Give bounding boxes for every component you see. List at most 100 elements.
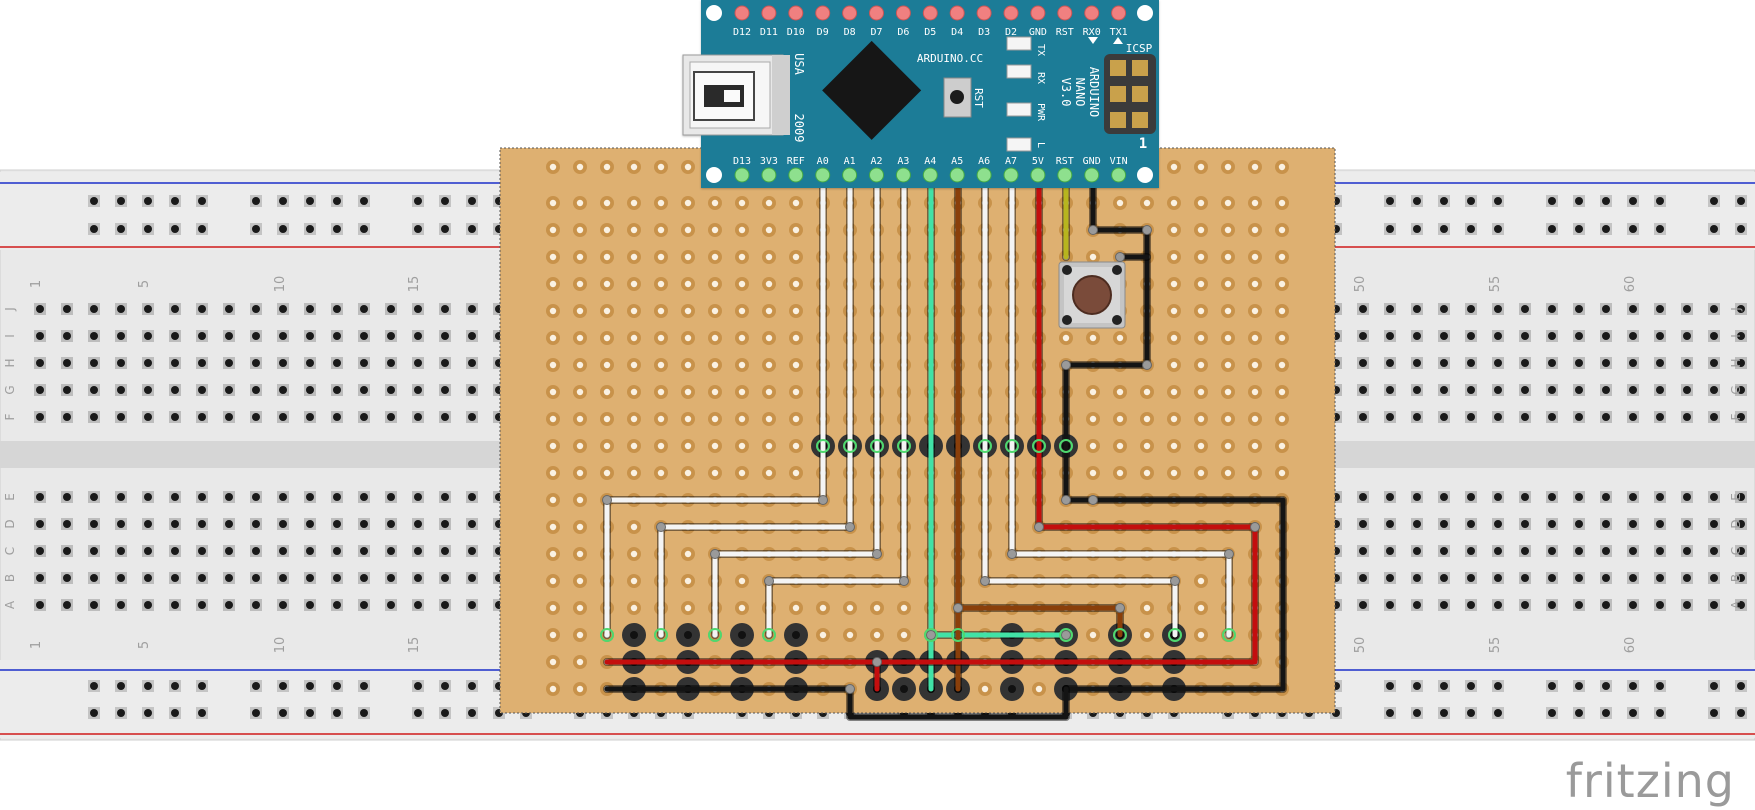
row-letter-right: H <box>1729 358 1743 367</box>
rail-hole-center <box>252 682 260 690</box>
row-letter-left: I <box>3 334 17 338</box>
breadboard-hole-center <box>333 332 341 340</box>
row-letter-left: C <box>3 547 17 555</box>
perfboard-pad-hole <box>1278 442 1286 450</box>
perfboard-pad-hole <box>1224 415 1232 423</box>
breadboard-hole-center <box>1521 547 1529 555</box>
rail-hole-center <box>144 197 152 205</box>
breadboard-hole-center <box>1467 359 1475 367</box>
breadboard-hole-center <box>306 386 314 394</box>
breadboard-hole-center <box>198 493 206 501</box>
breadboard-hole-center <box>225 574 233 582</box>
connected-pin-ring <box>978 439 992 453</box>
rail-hole-center <box>198 225 206 233</box>
breadboard-hole-center <box>198 386 206 394</box>
breadboard-hole-center <box>1656 493 1664 501</box>
perfboard-pad-hole <box>738 442 746 450</box>
breadboard-hole-center <box>225 413 233 421</box>
breadboard-hole-center <box>279 305 287 313</box>
wire-a2 <box>712 172 880 638</box>
breadboard-hole-center <box>171 493 179 501</box>
row-letter-right: D <box>1729 519 1743 528</box>
breadboard-hole-center <box>1656 413 1664 421</box>
top-pin-label: D12 <box>733 27 751 38</box>
wire-endpoint <box>818 495 828 505</box>
pushbutton[interactable] <box>1058 261 1126 329</box>
bottom-pin <box>922 167 938 183</box>
perfboard-pad-hole <box>1251 361 1259 369</box>
breadboard-hole-center <box>414 520 422 528</box>
perfboard-pad-hole <box>1197 334 1205 342</box>
led-label-rx: RX <box>1035 72 1046 84</box>
perfboard-pad-hole <box>657 361 665 369</box>
perfboard-pad-hole <box>1143 469 1151 477</box>
breadboard-hole-center <box>1494 574 1502 582</box>
perfboard-pad-hole <box>657 415 665 423</box>
breadboard-hole-center <box>414 359 422 367</box>
connected-pin-ring <box>1168 628 1182 642</box>
wire-endpoint <box>1142 360 1152 370</box>
breadboard-hole-center <box>1629 601 1637 609</box>
row-letter-right: G <box>1729 385 1743 394</box>
perfboard-pad-hole <box>684 226 692 234</box>
breadboard-hole-center <box>225 547 233 555</box>
breadboard-hole-center <box>1413 601 1421 609</box>
rail-hole-center <box>1629 197 1637 205</box>
rail-hole-center <box>90 197 98 205</box>
rail-hole-center <box>468 709 476 717</box>
perfboard-pad-hole <box>576 658 584 666</box>
perfboard-pad-hole <box>1251 442 1259 450</box>
top-pin <box>869 5 884 21</box>
perfboard-pad-hole <box>1143 631 1151 639</box>
perfboard-pad-hole <box>1170 280 1178 288</box>
breadboard-hole-center <box>1548 332 1556 340</box>
rail-hole-center <box>441 682 449 690</box>
perfboard-pad-hole <box>576 685 584 693</box>
wire-a0 <box>604 172 826 638</box>
breadboard-hole-center <box>1548 547 1556 555</box>
board-reset-button[interactable] <box>943 77 972 118</box>
breadboard-hole-center <box>36 574 44 582</box>
bottom-pin <box>1030 167 1046 183</box>
perfboard-pad-hole <box>549 415 557 423</box>
row-letter-left: A <box>3 600 17 609</box>
breadboard-hole-center <box>1548 359 1556 367</box>
breadboard-hole-center <box>225 359 233 367</box>
bottom-pin-label: A1 <box>844 156 856 167</box>
breadboard-hole-center <box>1413 305 1421 313</box>
breadboard-hole-center <box>1386 386 1394 394</box>
breadboard-hole-center <box>387 332 395 340</box>
rail-hole-center <box>1629 709 1637 717</box>
breadboard-hole-center <box>360 413 368 421</box>
breadboard-hole-center <box>198 359 206 367</box>
perfboard-pad-hole <box>684 163 692 171</box>
breadboard-hole-center <box>1575 413 1583 421</box>
perfboard-pad-hole <box>1278 469 1286 477</box>
rail-hole-center <box>1629 682 1637 690</box>
breadboard-hole-center <box>1683 547 1691 555</box>
perfboard-pad-hole <box>549 280 557 288</box>
fritzing-watermark: fritzing <box>1565 754 1735 808</box>
perfboard-pad-hole <box>549 523 557 531</box>
breadboard-hole-center <box>225 493 233 501</box>
breadboard-hole-center <box>1575 601 1583 609</box>
perfboard-pad-hole <box>684 280 692 288</box>
mounting-hole <box>706 5 722 21</box>
header-pad-hole <box>1008 685 1016 693</box>
wire-endpoint <box>1061 360 1071 370</box>
wire-endpoint <box>602 495 612 505</box>
perfboard-pad-hole <box>1116 334 1124 342</box>
breadboard-hole-center <box>1602 493 1610 501</box>
rail-hole-center <box>333 709 341 717</box>
breadboard-hole-center <box>360 493 368 501</box>
perfboard-pad-hole <box>792 415 800 423</box>
perfboard-pad-hole <box>1251 163 1259 171</box>
rail-hole-center <box>1386 709 1394 717</box>
rail-hole-center <box>441 225 449 233</box>
perfboard-pad-hole <box>792 199 800 207</box>
row-letter-left: F <box>3 413 17 420</box>
perfboard-pad-hole <box>1035 685 1043 693</box>
rail-hole-center <box>144 709 152 717</box>
breadboard-hole-center <box>1413 332 1421 340</box>
rail-hole-center <box>441 709 449 717</box>
